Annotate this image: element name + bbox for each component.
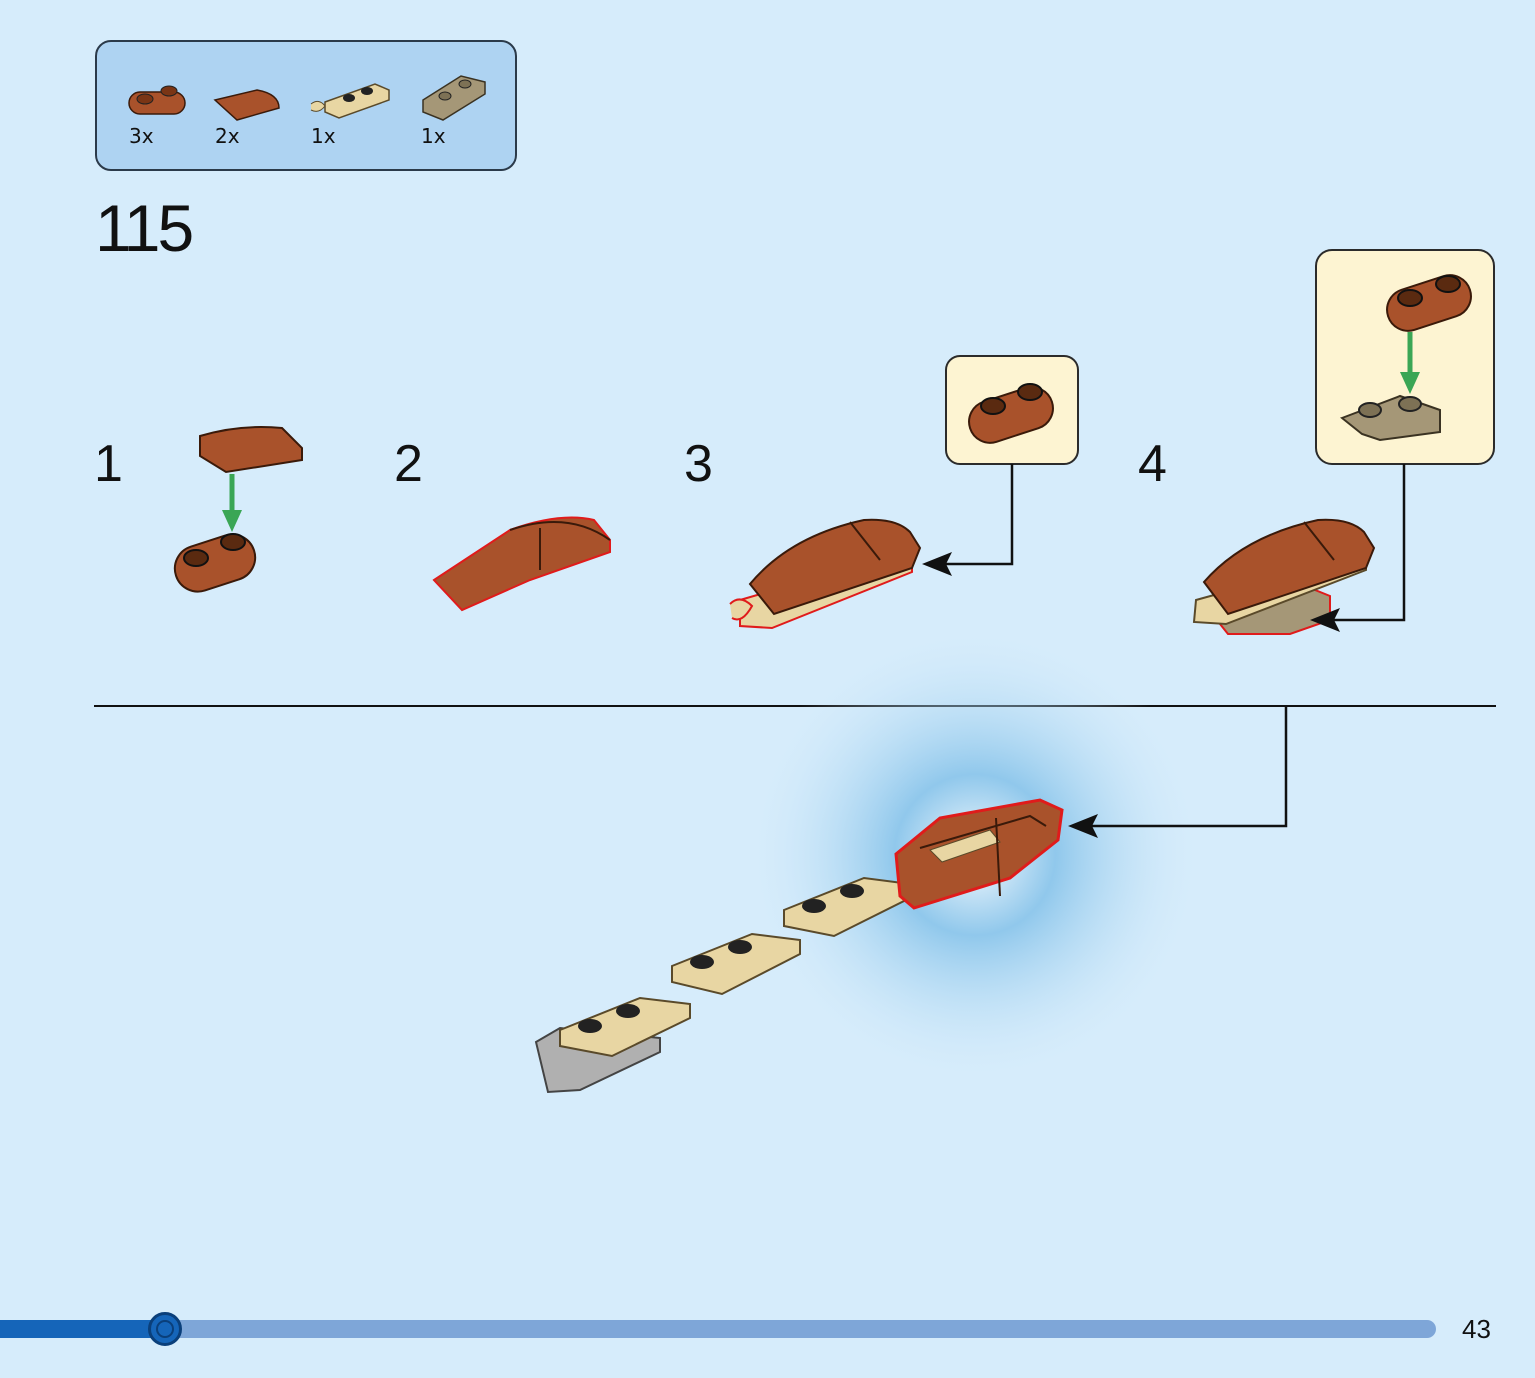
step-number: 115 xyxy=(95,191,194,265)
substep-1-art xyxy=(173,426,303,593)
callout-3-brown-plate-icon xyxy=(968,383,1054,444)
dark-tan-inverted-slope-icon xyxy=(422,75,486,121)
substep-label-4: 4 xyxy=(1138,435,1167,493)
main-callout-arrow-head xyxy=(1068,814,1098,838)
brown-curved-slope-icon xyxy=(213,89,280,121)
callout-4-brown-plate-icon xyxy=(1386,274,1472,332)
page-number: 43 xyxy=(1462,1314,1491,1344)
callout-3-arrow-head xyxy=(922,552,952,576)
callout-3-arrow-line xyxy=(940,464,1014,566)
main-assembly-art xyxy=(534,625,1288,1094)
assembled-chain xyxy=(534,798,1064,1094)
substep-3-art xyxy=(729,518,922,630)
progress-track xyxy=(0,1320,1436,1338)
callout-4-arrow-line xyxy=(1330,464,1406,622)
brown-round-plate-1x2-icon xyxy=(128,85,186,115)
substep-4-art xyxy=(1192,518,1376,635)
tan-clip-plate-icon xyxy=(310,83,390,119)
substep-label-3: 3 xyxy=(684,435,713,493)
substep-illustrations xyxy=(173,249,1495,635)
substep-label-2: 2 xyxy=(394,435,423,493)
progress-knob xyxy=(148,1312,182,1346)
part-qty-1: 3x xyxy=(129,124,154,148)
main-callout-arrow-line xyxy=(1090,707,1288,828)
progress-fill xyxy=(0,1320,165,1338)
part-qty-2: 2x xyxy=(215,124,240,148)
callout-4-arrow-head xyxy=(1310,608,1340,632)
parts-list-art xyxy=(128,75,486,121)
callout-4-green-arrow-head xyxy=(1400,372,1420,394)
parts-list-box: 3x 2x 1x 1x xyxy=(95,40,517,171)
part-qty-4: 1x xyxy=(421,124,446,148)
part-qty-3: 1x xyxy=(311,124,336,148)
substep-label-1: 1 xyxy=(94,435,123,493)
callout-4-dark-tan-slope-icon xyxy=(1340,394,1441,442)
section-divider xyxy=(94,705,1496,707)
substep-2-art xyxy=(432,516,611,612)
